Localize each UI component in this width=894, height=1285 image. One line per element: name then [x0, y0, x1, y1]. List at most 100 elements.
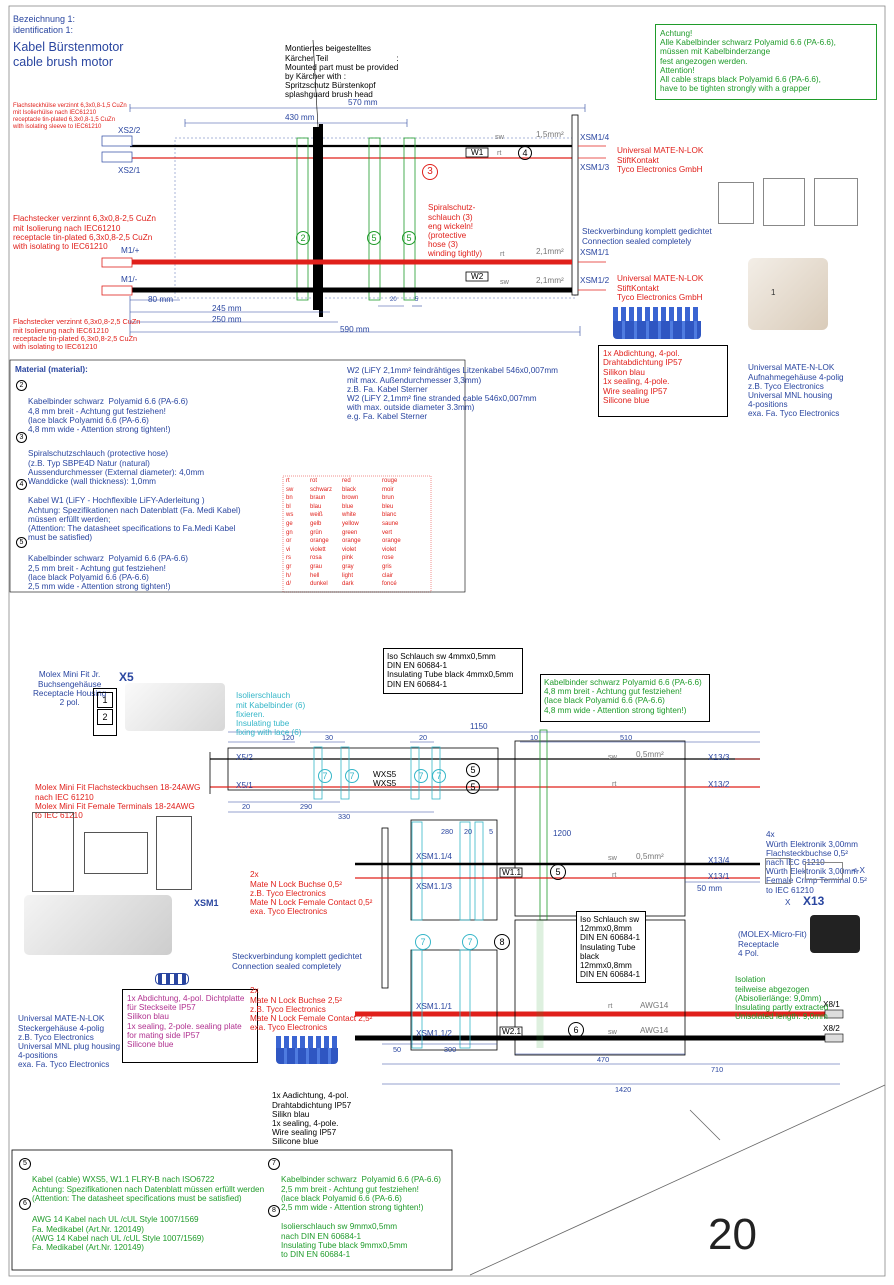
- material-item-3: Spiralschutzschlauch (protective hose)(z…: [28, 449, 205, 486]
- dim-1420: 1420: [615, 1085, 632, 1094]
- label-0-5mm-b: 0,5mm²: [636, 852, 664, 861]
- color-table-cell: gris: [382, 564, 392, 570]
- callout-7b: 7: [345, 769, 359, 783]
- sealing-note-2: 1x Aadichtung, 4-pol.Drahtabdichtung IP5…: [272, 1091, 352, 1147]
- color-table-cell: blanc: [382, 512, 397, 519]
- label-w1: W1: [471, 148, 484, 157]
- sealing-plate-icon: [155, 973, 189, 985]
- callout-5-mid: 5: [550, 864, 566, 880]
- dim-510: 510: [620, 733, 633, 742]
- label-sw-b3: sw: [608, 1027, 617, 1036]
- color-table-cell: braun: [310, 495, 326, 502]
- color-table-cell: grün: [310, 529, 323, 536]
- color-table-cell: violett: [310, 546, 326, 553]
- color-table-cell: vert: [382, 529, 393, 536]
- color-table-cell: rosa: [310, 555, 322, 562]
- color-table-cell: dark: [342, 581, 354, 588]
- dim-20c: 20: [464, 827, 473, 836]
- label-x81: X8/1: [823, 1000, 840, 1009]
- dim-245: 245 mm: [212, 304, 242, 313]
- callout-4: 4: [518, 146, 532, 160]
- color-table-cell: vi: [286, 546, 291, 553]
- color-table-cell: rot: [310, 478, 318, 484]
- label-m1p: M1/+: [121, 246, 140, 255]
- label-rt-b3: rt: [608, 1001, 613, 1010]
- dim-470: 470: [597, 1055, 610, 1064]
- color-table-cell: moir: [382, 486, 394, 493]
- label-sw-b1: sw: [608, 752, 617, 761]
- legend-item-6: AWG 14 Kabel nach UL /cUL Style 1007/156…: [32, 1215, 205, 1252]
- label-x51: X5/1: [236, 781, 253, 790]
- dim-120: 120: [282, 733, 295, 742]
- label-rt-b1: rt: [612, 779, 617, 788]
- molex-micro-fit-photo: [810, 915, 860, 953]
- color-table-cell: gr: [286, 564, 292, 570]
- label-x132: X13/2: [708, 780, 730, 789]
- color-table-cell: bl: [286, 503, 291, 510]
- color-table-cell: gray: [342, 564, 354, 570]
- color-table-cell: or: [286, 538, 292, 545]
- sealing-box-1: 1x Abdichtung, 4-pol.Drahtabdichtung IP5…: [598, 345, 728, 417]
- dim-50mm: 50 mm: [697, 884, 723, 893]
- color-table-cell: hell: [310, 572, 320, 579]
- label-wxs5b: WXS5: [373, 779, 397, 788]
- title-german: Kabel Bürstenmotor: [13, 40, 124, 54]
- dim-20a: 20: [419, 733, 428, 742]
- label-awg14-b: AWG14: [640, 1026, 669, 1035]
- callout-7a: 7: [318, 769, 332, 783]
- title-english: cable brush motor: [13, 55, 114, 69]
- dim-50: 50: [393, 1045, 402, 1054]
- legend-item-5: Kabel (cable) WXS5, W1.1 FLRY-B nach ISO…: [32, 1175, 265, 1203]
- dim-5-bottom: 5: [489, 827, 494, 836]
- legend-callout-5: 5: [19, 1158, 31, 1170]
- color-table-cell: schwarz: [310, 486, 333, 493]
- label-awg14-a: AWG14: [640, 1001, 669, 1010]
- color-table-cell: violet: [382, 546, 397, 553]
- label-xsm11: XSM1/1: [580, 248, 610, 257]
- label-sw-b2: sw: [608, 853, 617, 862]
- label-wxs5a: WXS5: [373, 770, 397, 779]
- label-xsm14: XSM1/4: [580, 133, 610, 142]
- connector-drawing: [718, 178, 860, 226]
- callout-2: 2: [296, 231, 310, 245]
- dim-10: 10: [530, 733, 539, 742]
- color-table-cell: h/: [286, 572, 292, 579]
- callout-5a: 5: [367, 231, 381, 245]
- color-table-cell: clair: [382, 572, 394, 579]
- material-callout-2: 2: [16, 380, 27, 391]
- color-table-cell: foncé: [382, 581, 397, 588]
- color-table-cell: pink: [342, 555, 354, 562]
- color-table-cell: white: [342, 512, 357, 519]
- legend-callout-6: 6: [19, 1198, 31, 1210]
- color-table-cell: yellow: [342, 521, 359, 527]
- dim-80: 80 mm: [148, 295, 174, 304]
- xsm1-label: XSM1: [194, 898, 219, 908]
- label-identification: identification 1:: [13, 25, 74, 35]
- color-table-cell: red: [342, 478, 351, 484]
- molex-terminal-note: Molex Mini Fit Flachsteckbuchsen 18-24AW…: [35, 783, 201, 820]
- dim-1150: 1150: [470, 722, 488, 731]
- color-table-cell: ge: [286, 521, 293, 527]
- color-table-cell: orange: [382, 538, 401, 545]
- page-number: 20: [708, 1210, 757, 1259]
- x5-connector-drawing: 1 2: [93, 688, 117, 736]
- label-xsm114: XSM1.1/4: [416, 852, 452, 861]
- housing-photo: 1: [748, 258, 828, 330]
- label-rt-b2: rt: [612, 870, 617, 879]
- label-x82: X8/2: [823, 1024, 840, 1033]
- label-x134: X13/4: [708, 856, 730, 865]
- x5-label: X5: [119, 670, 134, 684]
- label-1-5mm: 1,5mm²: [536, 130, 564, 139]
- label-xs22: XS2/2: [118, 126, 141, 135]
